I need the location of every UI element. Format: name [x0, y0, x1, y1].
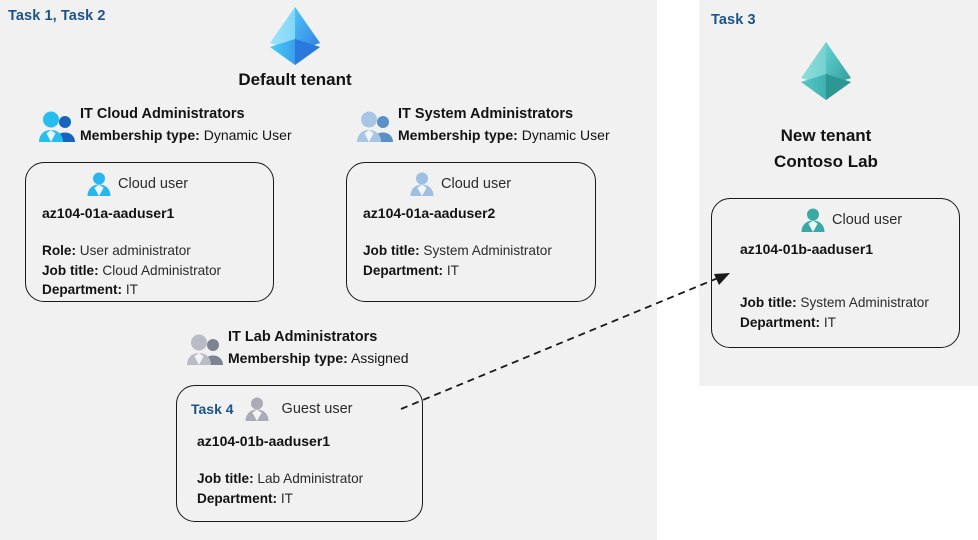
- azure-ad-tenant-icon: [262, 3, 328, 69]
- attr-label: Job title:: [197, 471, 254, 486]
- user-attributes: Role: User administrator Job title: Clou…: [42, 241, 221, 300]
- card-user-type: Cloud user: [86, 171, 188, 197]
- task-label-4: Task 4: [191, 401, 234, 417]
- user-name: az104-01b-aaduser1: [740, 241, 874, 257]
- group-it-system-administrators: IT System Administrators Membership type…: [356, 106, 610, 144]
- attr-value: IT: [823, 314, 836, 330]
- user-name: az104-01b-aaduser1: [197, 433, 331, 449]
- attr-row: Job title: System Administrator: [363, 241, 552, 261]
- user-type-label: Cloud user: [441, 176, 512, 192]
- default-tenant-name: Default tenant: [238, 70, 352, 89]
- cloud-user-icon: [409, 171, 435, 197]
- membership-label: Membership type:: [398, 127, 518, 143]
- attr-value: IT: [125, 282, 138, 297]
- attr-label: Department:: [363, 262, 444, 278]
- cloud-user-icon: [86, 171, 112, 197]
- attr-label: Department:: [740, 314, 821, 330]
- group-users-icon: [356, 110, 394, 144]
- card-user-type: Cloud user: [409, 171, 511, 197]
- group-title: IT Lab Administrators: [228, 329, 378, 345]
- attr-row: Department: IT: [197, 489, 363, 509]
- membership-value: Dynamic User: [203, 127, 292, 143]
- user-type-label: Cloud user: [118, 176, 189, 192]
- cloud-user-icon: [800, 207, 826, 233]
- membership-value: Assigned: [350, 350, 409, 366]
- membership-value: Dynamic User: [521, 127, 610, 143]
- group-it-cloud-administrators: IT Cloud Administrators Membership type:…: [38, 106, 292, 144]
- user-card-az104-01a-aaduser2[interactable]: Cloud user az104-01a-aaduser2 Job title:…: [346, 162, 596, 302]
- attr-row: Job title: Lab Administrator: [197, 469, 363, 489]
- card-user-type: Task 4 Guest user: [191, 396, 352, 422]
- user-type-label: Cloud user: [832, 212, 903, 228]
- new-tenant-name-line1: New tenant: [780, 126, 872, 145]
- user-card-az104-01a-aaduser1[interactable]: Cloud user az104-01a-aaduser1 Role: User…: [25, 162, 274, 302]
- group-membership: Membership type: Dynamic User: [398, 126, 610, 144]
- group-membership: Membership type: Assigned: [228, 349, 409, 367]
- group-membership: Membership type: Dynamic User: [80, 126, 292, 144]
- attr-row: Job title: Cloud Administrator: [42, 261, 221, 281]
- group-title: IT Cloud Administrators: [80, 106, 245, 122]
- attr-row: Department: IT: [740, 313, 929, 333]
- attr-value: User administrator: [79, 243, 191, 258]
- attr-label: Job title:: [363, 243, 420, 258]
- attr-value: System Administrator: [800, 295, 929, 310]
- guest-user-icon: [244, 396, 270, 422]
- attr-value: Cloud Administrator: [102, 262, 222, 278]
- user-name: az104-01a-aaduser2: [363, 205, 496, 221]
- attr-row: Job title: System Administrator: [740, 293, 929, 313]
- membership-label: Membership type:: [228, 350, 348, 366]
- user-card-az104-01b-aaduser1-cloud[interactable]: Cloud user az104-01b-aaduser1 Job title:…: [711, 198, 960, 348]
- user-card-az104-01b-aaduser1-guest[interactable]: Task 4 Guest user az104-01b-aaduser1 Job…: [176, 385, 423, 522]
- attr-label: Role:: [42, 243, 76, 258]
- attr-value: IT: [446, 262, 459, 278]
- attr-row: Department: IT: [42, 280, 221, 300]
- azure-ad-tenant-icon: [793, 38, 859, 104]
- card-user-type: Cloud user: [800, 207, 902, 233]
- attr-row: Role: User administrator: [42, 241, 221, 261]
- user-name: az104-01a-aaduser1: [42, 205, 175, 221]
- group-title: IT System Administrators: [398, 106, 574, 122]
- attr-value: Lab Administrator: [257, 471, 364, 486]
- attr-value: IT: [280, 490, 293, 506]
- user-attributes: Job title: System Administrator Departme…: [740, 293, 929, 332]
- task-label-1-2: Task 1, Task 2: [8, 8, 106, 24]
- attr-row: Department: IT: [363, 261, 552, 281]
- user-type-label: Guest user: [281, 401, 353, 417]
- membership-label: Membership type:: [80, 127, 200, 143]
- user-attributes: Job title: Lab Administrator Department:…: [197, 469, 363, 508]
- attr-label: Department:: [42, 282, 123, 297]
- attr-value: System Administrator: [423, 243, 552, 258]
- task-label-3: Task 3: [711, 12, 756, 28]
- group-it-lab-administrators: IT Lab Administrators Membership type: A…: [186, 329, 409, 367]
- group-users-icon: [38, 110, 76, 144]
- attr-label: Job title:: [42, 262, 99, 278]
- new-tenant-name-line2: Contoso Lab: [774, 152, 878, 171]
- attr-label: Department:: [197, 490, 278, 506]
- attr-label: Job title:: [740, 295, 797, 310]
- group-users-icon: [186, 333, 224, 367]
- user-attributes: Job title: System Administrator Departme…: [363, 241, 552, 280]
